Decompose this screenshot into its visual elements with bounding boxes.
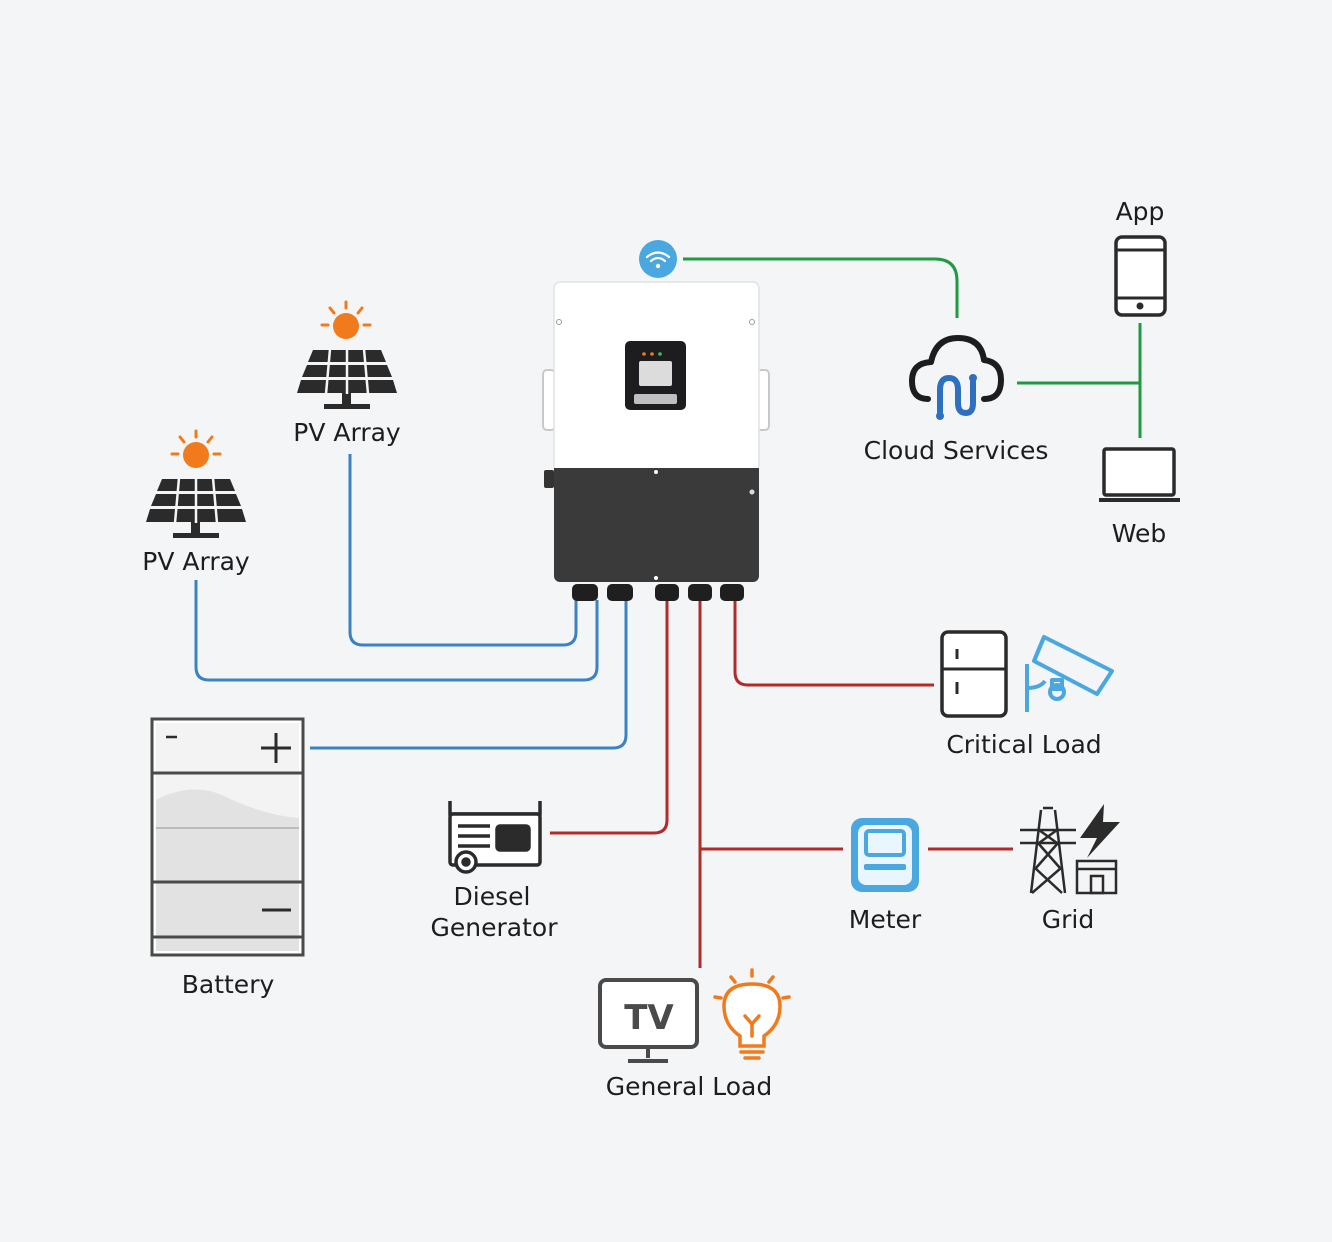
ac-lines [550,600,1013,968]
cloud-services: Cloud Services [864,335,1049,465]
security-camera-icon [1025,635,1114,712]
meter: Meter [849,818,922,934]
lightbulb-icon [713,968,791,1060]
app: App [1114,197,1167,317]
battery: Battery [150,717,305,999]
pv-array-2: PV Array [142,429,250,576]
battery-label: Battery [182,970,275,999]
power-tower-icon [1020,806,1076,894]
web: Web [1099,447,1180,548]
grid-label: Grid [1042,905,1094,934]
inverter-handle-left [542,369,556,431]
generator-icon [448,801,542,874]
battery-line [310,600,628,750]
solar-panel-icon [146,477,246,538]
meter-icon [851,818,919,892]
sun-icon [320,300,372,339]
phone-icon [1114,235,1167,317]
cloud-services-label: Cloud Services [864,436,1049,465]
pv-array-1-label: PV Array [293,418,401,447]
comm-lines [683,257,1142,438]
generator-label-line2: Generator [431,913,559,942]
app-label: App [1116,197,1165,226]
critical-load-label: Critical Load [946,730,1101,759]
generator-label-line1: Diesel [454,882,531,911]
critical-load: Critical Load [940,630,1114,759]
general-load: TV General Load [598,968,791,1101]
wifi-cloud-line [683,257,959,318]
battery-icon [150,717,305,957]
solar-panel-icon [297,348,397,409]
web-label: Web [1112,519,1167,548]
general-load-label: General Load [606,1072,772,1101]
house-icon [1075,859,1118,895]
lightning-icon [1080,804,1120,858]
meter-label: Meter [849,905,922,934]
grid: Grid [1020,804,1120,934]
inverter-display [625,341,686,410]
tv-icon: TV [598,978,699,1063]
sun-icon [170,429,222,468]
cloud-icon [909,335,1004,420]
critical-load-line [733,600,934,687]
dc-lines [194,454,628,750]
wifi-icon [639,240,677,278]
inverter [542,281,770,601]
inverter-side-tab [544,470,554,488]
tv-text: TV [624,998,674,1038]
generator-line [550,600,669,835]
pv-array-1: PV Array [293,300,401,447]
pv-array-2-label: PV Array [142,547,250,576]
inverter-bottom-body [554,468,759,582]
laptop-icon [1099,447,1180,502]
inverter-cable-glands [572,584,744,601]
diesel-generator: Diesel Generator [431,801,559,942]
pv-array-1-line [348,454,578,647]
pv-array-2-line [194,580,599,682]
fridge-icon [940,630,1008,718]
